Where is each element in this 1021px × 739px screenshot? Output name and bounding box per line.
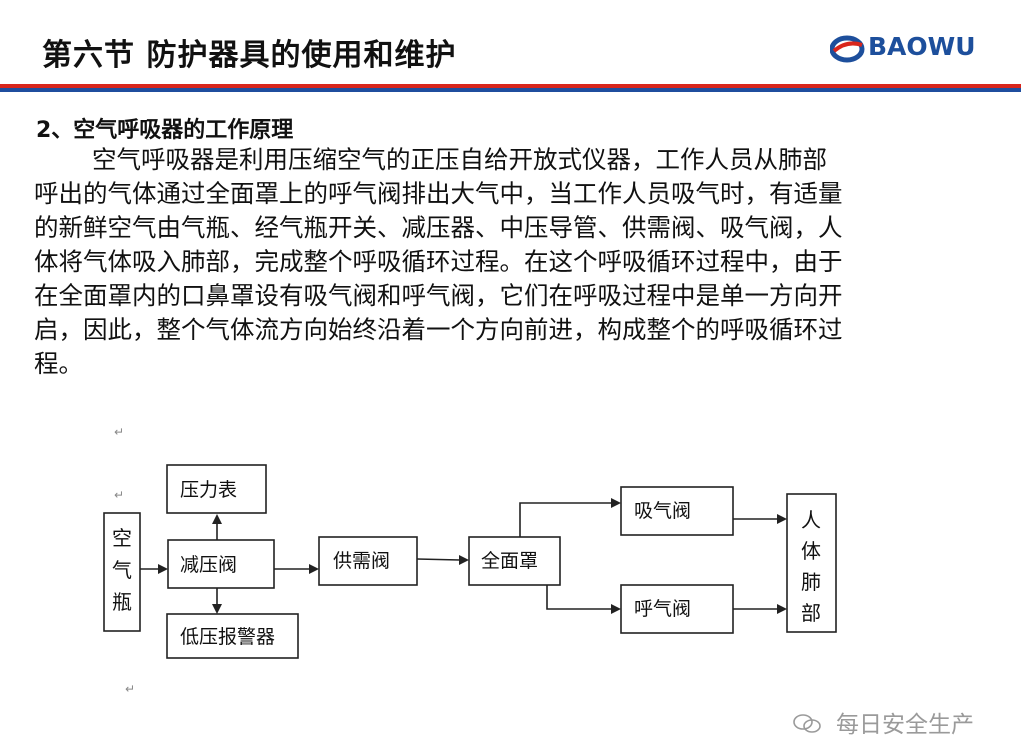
wechat-icon <box>793 714 821 733</box>
paragraph-line: 呼出的气体通过全面罩上的呼气阀排出大气中，当工作人员吸气时，有适量 <box>34 179 843 208</box>
arrow-mask-to-exhale <box>546 585 612 610</box>
page-title: 第六节 防护器具的使用和维护 <box>42 38 457 73</box>
lungs-char: 体 <box>801 539 821 563</box>
reducer-label: 减压阀 <box>180 554 237 576</box>
node-pressure-reducer: 减压阀 <box>167 539 275 589</box>
node-pressure-gauge: 压力表 <box>166 464 267 514</box>
header-rule-blue <box>0 88 1021 92</box>
paragraph-mark: ↵ <box>114 425 124 439</box>
node-inhale-valve: 吸气阀 <box>620 486 734 536</box>
arrowhead <box>777 604 787 614</box>
arrowhead <box>459 555 469 565</box>
demand-valve-label: 供需阀 <box>333 550 390 572</box>
cylinder-char: 气 <box>112 558 132 582</box>
paragraph-mark: ↵ <box>114 488 124 502</box>
lungs-char: 部 <box>801 601 821 625</box>
lungs-char: 肺 <box>801 570 821 594</box>
exhale-valve-label: 呼气阀 <box>634 598 691 620</box>
arrowhead <box>309 564 319 574</box>
cylinder-char: 空 <box>112 526 132 550</box>
arrowhead <box>611 604 621 614</box>
pressure-gauge-label: 压力表 <box>180 479 237 501</box>
node-demand-valve: 供需阀 <box>318 536 418 586</box>
inhale-valve-label: 吸气阀 <box>634 500 691 522</box>
paragraph-line: 程。 <box>34 349 83 378</box>
lungs-char: 人 <box>801 508 821 532</box>
baowu-logo: BAOWU <box>830 30 980 66</box>
arrowhead <box>611 498 621 508</box>
body-paragraph: 空气呼吸器是利用压缩空气的正压自给开放式仪器，工作人员从肺部 呼出的气体通过全面… <box>34 143 964 381</box>
baowu-logo-icon <box>830 35 865 63</box>
full-mask-label: 全面罩 <box>481 550 538 572</box>
arrowhead <box>158 564 168 574</box>
paragraph-line: 的新鲜空气由气瓶、经气瓶开关、减压器、中压导管、供需阀、吸气阀，人 <box>34 213 843 242</box>
paragraph-line: 空气呼吸器是利用压缩空气的正压自给开放式仪器，工作人员从肺部 <box>92 145 827 174</box>
arrowhead <box>212 514 222 524</box>
logo-text: BAOWU <box>868 32 976 61</box>
node-human-lungs: 人 体 肺 部 <box>786 493 837 633</box>
paragraph-line: 启，因此，整个气体流方向始终沿着一个方向前进，构成整个的呼吸循环过 <box>34 315 843 344</box>
alarm-label: 低压报警器 <box>180 626 275 648</box>
watermark-text: 每日安全生产 <box>836 712 974 738</box>
arrow-mask-to-inhale <box>519 502 612 537</box>
section-heading: 2、空气呼吸器的工作原理 <box>36 118 294 143</box>
node-full-mask: 全面罩 <box>468 536 561 586</box>
arrowhead <box>777 514 787 524</box>
paragraph-mark: ↵ <box>125 682 135 696</box>
node-air-cylinder: 空 气 瓶 <box>103 512 141 632</box>
header-rule-red <box>0 84 1021 88</box>
cylinder-char: 瓶 <box>112 590 132 614</box>
node-low-pressure-alarm: 低压报警器 <box>166 613 299 659</box>
paragraph-line: 体将气体吸入肺部，完成整个呼吸循环过程。在这个呼吸循环过程中，由于 <box>34 247 843 276</box>
paragraph-line: 在全面罩内的口鼻罩设有吸气阀和呼气阀，它们在呼吸过程中是单一方向开 <box>34 281 843 310</box>
arrowhead <box>212 604 222 614</box>
arrow-demand-to-mask <box>416 558 461 561</box>
node-exhale-valve: 呼气阀 <box>620 584 734 634</box>
